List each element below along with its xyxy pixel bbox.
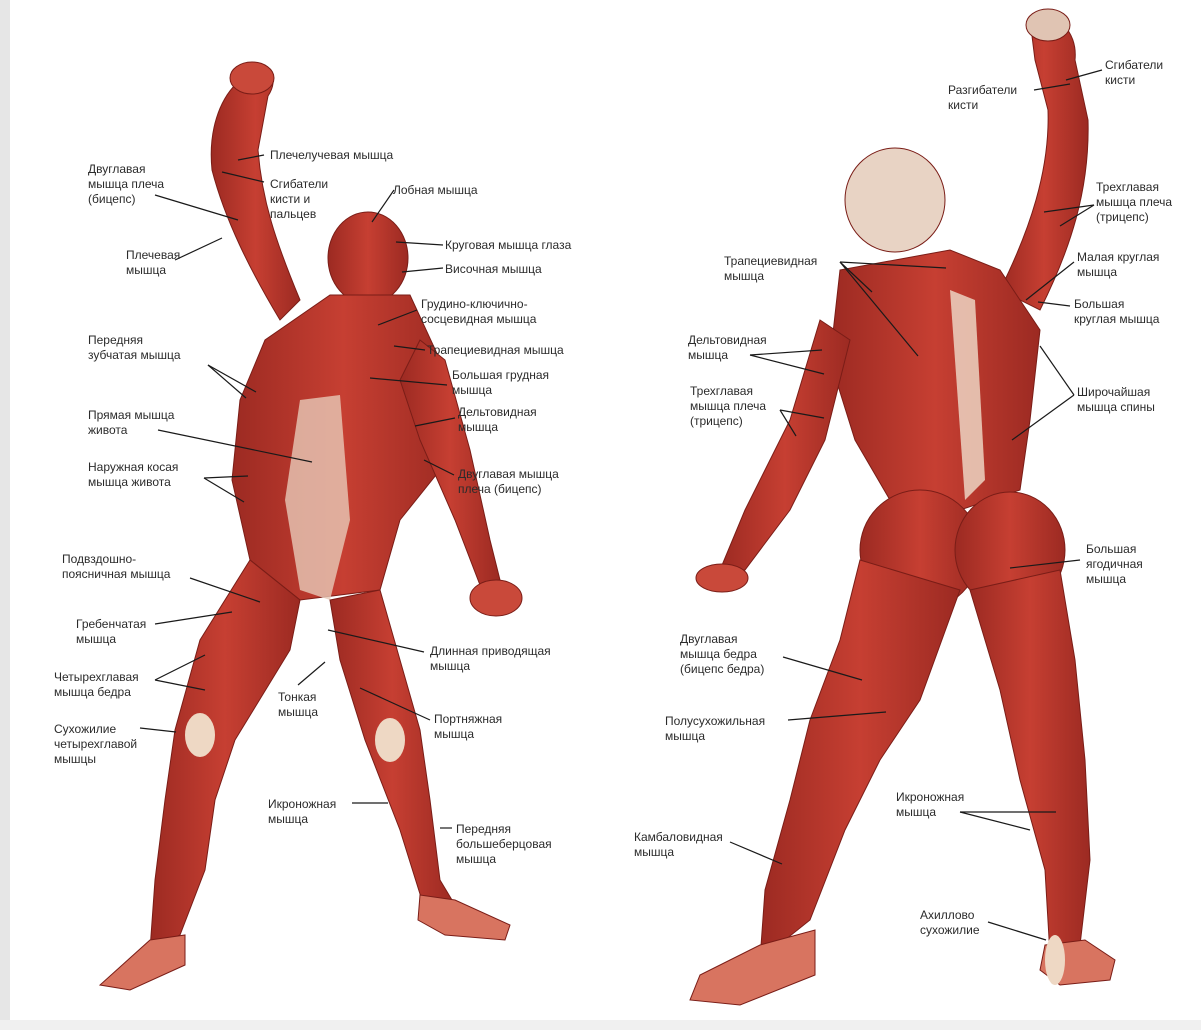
label-biceps-brachii-lower: Двуглавая мышца плеча (бицепс) (458, 467, 559, 497)
label-sartorius: Портняжная мышца (434, 712, 502, 742)
label-triceps-upper: Трехглавая мышца плеча (трицепс) (1096, 180, 1172, 225)
label-gluteus-maximus: Большая ягодичная мышца (1086, 542, 1143, 587)
label-pectineus: Гребенчатая мышца (76, 617, 146, 647)
label-iliopsoas: Подвздошно- поясничная мышца (62, 552, 170, 582)
front-knee-left (185, 713, 215, 757)
back-leg-left (760, 560, 960, 960)
label-sternocleidomastoid: Грудино-ключично- сосцевидная мышца (421, 297, 536, 327)
label-frontalis: Лобная мышца (393, 183, 478, 198)
label-adductor-longus: Длинная приводящая мышца (430, 644, 551, 674)
label-brachioradialis: Плечелучевая мышца (270, 148, 393, 163)
back-figure (690, 9, 1115, 1005)
label-tibialis-anterior: Передняя большеберцовая мышца (456, 822, 552, 867)
front-raised-fist (230, 62, 274, 94)
front-leg-left (150, 560, 300, 950)
label-semitendinosus: Полусухожильная мышца (665, 714, 765, 744)
label-trapezius-back: Трапециевидная мышца (724, 254, 817, 284)
back-torso (830, 250, 1040, 510)
label-temporalis: Височная мышца (445, 262, 542, 277)
label-wrist-flexors-back: Сгибатели кисти (1105, 58, 1163, 88)
label-gastrocnemius-front: Икроножная мышца (268, 797, 336, 827)
label-rectus-abdominis: Прямая мышца живота (88, 408, 174, 438)
label-wrist-extensors: Разгибатели кисти (948, 83, 1017, 113)
label-soleus: Камбаловидная мышца (634, 830, 723, 860)
label-brachialis: Плечевая мышца (126, 248, 180, 278)
label-external-oblique: Наружная косая мышца живота (88, 460, 178, 490)
front-foot-right (418, 895, 510, 940)
label-teres-minor: Малая круглая мышца (1077, 250, 1159, 280)
label-deltoid-front: Дельтовидная мышца (458, 405, 537, 435)
label-achilles-tendon: Ахиллово сухожилие (920, 908, 980, 938)
label-teres-major: Большая круглая мышца (1074, 297, 1159, 327)
label-triceps-lower: Трехглавая мышца плеча (трицепс) (690, 384, 766, 429)
front-lowered-fist (470, 580, 522, 616)
back-raised-arm (1000, 17, 1088, 310)
back-head (845, 148, 945, 252)
back-foot-left (690, 930, 815, 1005)
label-gastrocnemius-back: Икроножная мышца (896, 790, 964, 820)
label-biceps-brachii-upper: Двуглавая мышца плеча (бицепс) (88, 162, 164, 207)
label-deltoid-back: Дельтовидная мышца (688, 333, 767, 363)
label-latissimus-dorsi: Широчайшая мышца спины (1077, 385, 1155, 415)
label-pectoralis-major: Большая грудная мышца (452, 368, 549, 398)
front-foot-left (100, 935, 185, 990)
back-raised-fist (1026, 9, 1070, 41)
label-quadriceps-tendon: Сухожилие четырехглавой мышцы (54, 722, 137, 767)
label-wrist-finger-flexors: Сгибатели кисти и пальцев (270, 177, 328, 222)
label-biceps-femoris: Двуглавая мышца бедра (бицепс бедра) (680, 632, 764, 677)
label-gracilis: Тонкая мышца (278, 690, 318, 720)
label-orbicularis-oculi: Круговая мышца глаза (445, 238, 571, 253)
back-leg-right (970, 570, 1090, 955)
back-achilles-highlight (1045, 935, 1065, 985)
label-serratus-anterior: Передняя зубчатая мышца (88, 333, 181, 363)
label-quadriceps: Четырехглавая мышца бедра (54, 670, 139, 700)
label-trapezius-front: Трапециевидная мышца (427, 343, 564, 358)
back-lowered-fist (696, 564, 748, 592)
front-head (328, 212, 408, 304)
front-knee-right (375, 718, 405, 762)
